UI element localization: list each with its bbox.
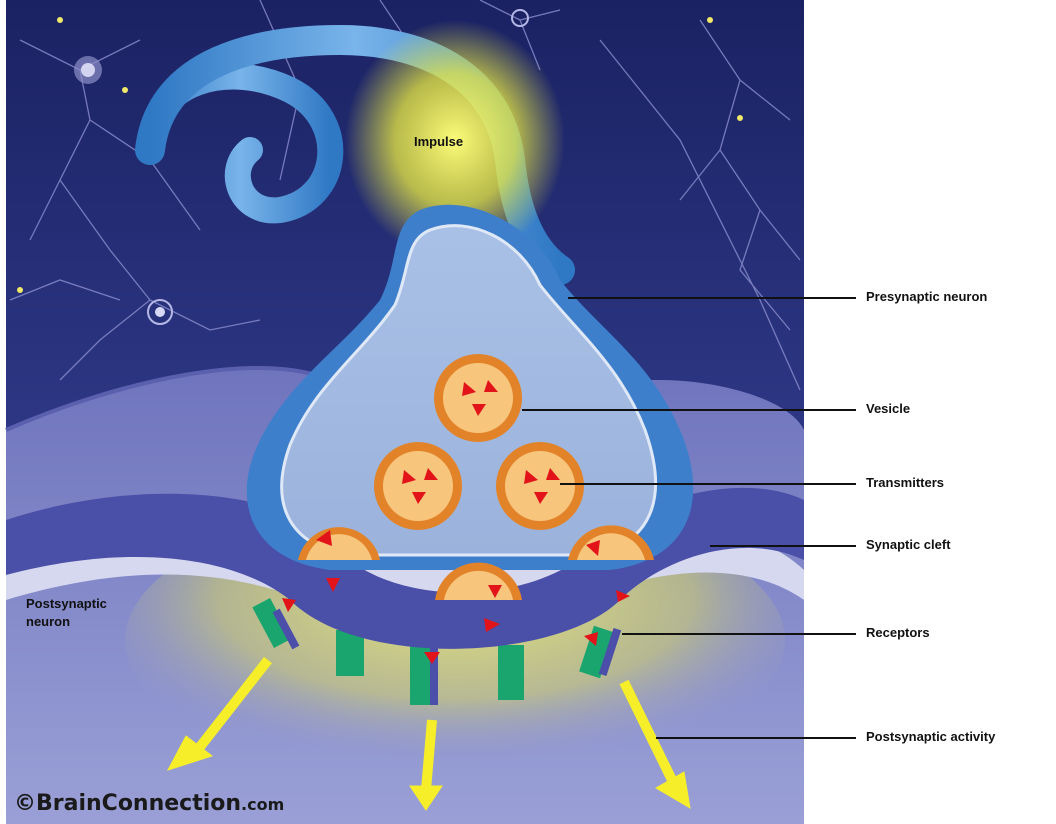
callout-transmitters: Transmitters (866, 475, 944, 490)
vesicle-1 (434, 354, 522, 442)
postsynaptic-neuron-label-line1: Postsynaptic (26, 596, 107, 611)
callout-presynaptic-neuron: Presynaptic neuron (866, 289, 987, 304)
callout-receptors: Receptors (866, 625, 930, 640)
callout-vesicle: Vesicle (866, 401, 910, 416)
vesicle-3 (496, 442, 584, 530)
credit-brand: ©BrainConnection.com (14, 791, 284, 816)
callout-synaptic-cleft: Synaptic cleft (866, 537, 951, 552)
postsynaptic-neuron-label-line2: neuron (26, 614, 70, 629)
callout-postsynaptic-activity: Postsynaptic activity (866, 729, 995, 744)
vesicle-2 (374, 442, 462, 530)
impulse-label: Impulse (414, 134, 463, 149)
